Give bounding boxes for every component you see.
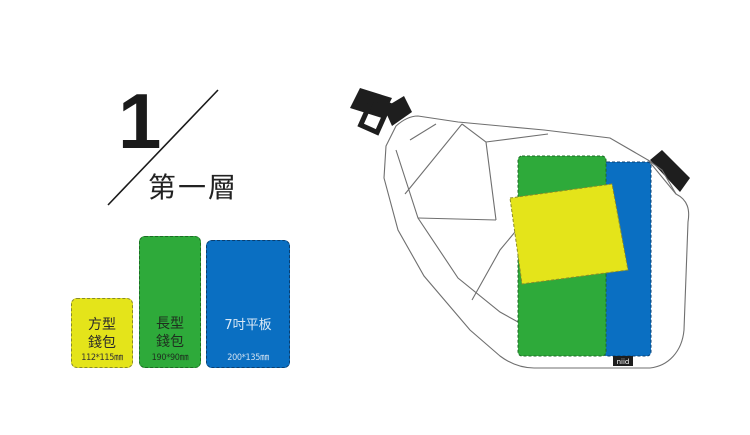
- slash-line: [107, 89, 219, 206]
- item-name: 長型 錢包: [140, 315, 200, 351]
- item-name: 7吋平板: [207, 317, 289, 335]
- item-name-line2: 錢包: [156, 334, 184, 350]
- item-name-line2: 錢包: [88, 335, 116, 351]
- item-size: 200*135㎜: [227, 353, 269, 363]
- brand-logo-tag: [613, 356, 633, 366]
- item-card-long-wallet: 長型 錢包 190*90㎜: [139, 236, 201, 368]
- item-card-tablet: 7吋平板 200*135㎜: [206, 240, 290, 368]
- item-name-line1: 7吋平板: [224, 318, 272, 333]
- left-strap-buckle-icon: [350, 88, 412, 136]
- item-name-line1: 方型: [88, 317, 116, 333]
- layer-number: 1: [118, 77, 161, 165]
- item-size: 190*90㎜: [151, 353, 189, 363]
- bag-body: [383, 115, 690, 369]
- brand-logo-text: niid: [617, 358, 630, 366]
- layer-title: 第一層: [148, 171, 239, 204]
- item-card-square-wallet: 方型 錢包 112*115㎜: [71, 298, 133, 368]
- bag-square-wallet: [509, 183, 629, 285]
- item-size: 112*115㎜: [81, 353, 123, 363]
- item-name: 方型 錢包: [72, 316, 132, 352]
- item-name-line1: 長型: [156, 316, 184, 332]
- right-strap-icon: [650, 150, 690, 192]
